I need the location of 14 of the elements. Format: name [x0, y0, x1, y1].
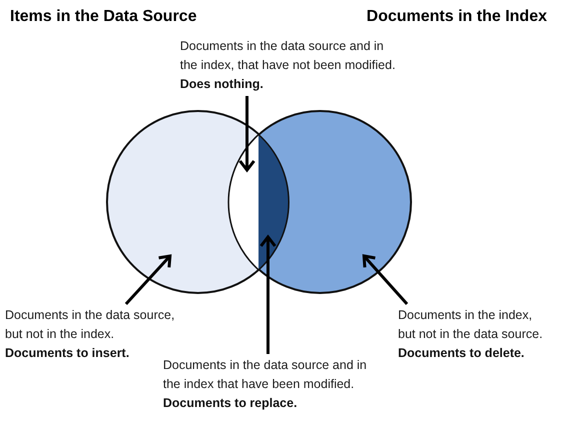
- leader-arrow: [260, 236, 276, 354]
- callout-action: Documents to insert.: [5, 345, 130, 362]
- heading: Documents in the Index: [366, 7, 547, 27]
- heading: Items in the Data Source: [10, 7, 197, 27]
- callout-description: Documents in the data source, but not in the index.: [5, 307, 176, 343]
- callout-action: Documents to delete.: [398, 345, 524, 362]
- callout-description: Documents in the data source and in the index that have been modified.: [163, 357, 368, 393]
- callout-description: Documents in the index, but not in the data source.: [398, 307, 544, 343]
- leader-arrow: [362, 254, 408, 305]
- leader-arrow: [238, 96, 256, 172]
- callout-action: Does nothing.: [180, 76, 264, 93]
- callout-description: Documents in the data source and in the index, that have not been modified.: [180, 38, 396, 74]
- callout-action: Documents to replace.: [163, 395, 298, 412]
- leader-arrow: [124, 254, 172, 306]
